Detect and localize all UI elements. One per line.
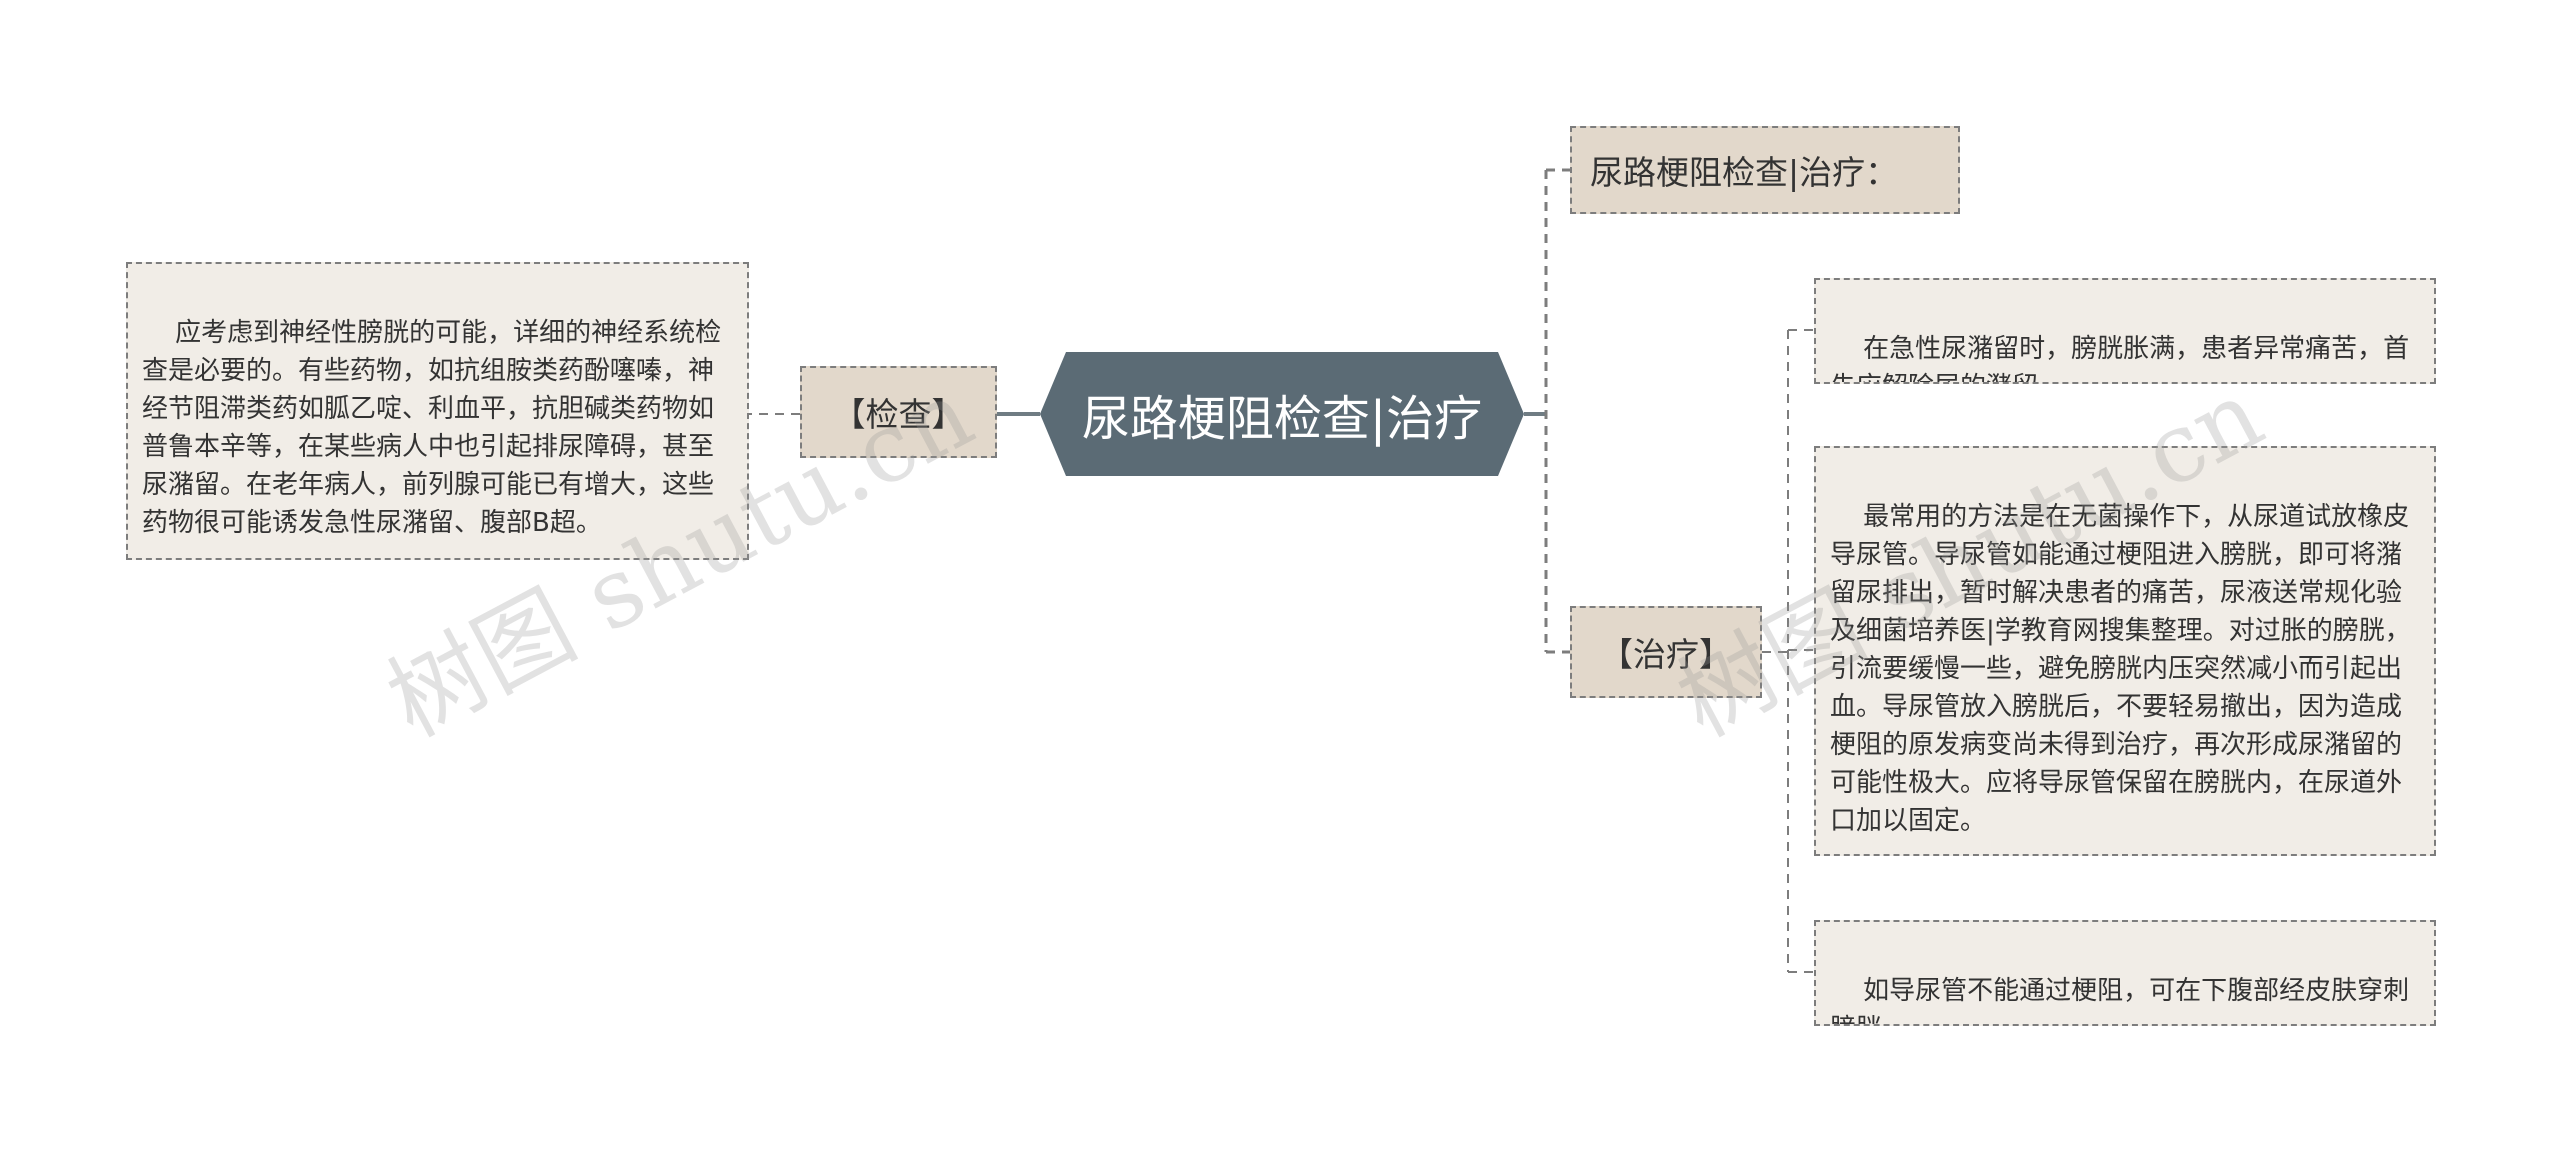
title-node[interactable]: 尿路梗阻检查|治疗： xyxy=(1570,126,1960,214)
exam-branch-label: 【检查】 xyxy=(832,395,965,434)
treatment-item-3[interactable]: 如导尿管不能通过梗阻，可在下腹部经皮肤穿刺膀胱。 xyxy=(1814,920,2436,1026)
exam-detail-node[interactable]: 应考虑到神经性膀胱的可能，详细的神经系统检查是必要的。有些药物，如抗组胺类药酚噻… xyxy=(126,262,749,560)
exam-branch-node[interactable]: 【检查】 xyxy=(800,366,997,458)
treatment-item-2[interactable]: 最常用的方法是在无菌操作下，从尿道试放橡皮导尿管。导尿管如能通过梗阻进入膀胱，即… xyxy=(1814,446,2436,856)
treatment-branch-node[interactable]: 【治疗】 xyxy=(1570,606,1762,698)
treatment-item-2-text: 最常用的方法是在无菌操作下，从尿道试放橡皮导尿管。导尿管如能通过梗阻进入膀胱，即… xyxy=(1830,502,2411,836)
root-node[interactable]: 尿路梗阻检查|治疗 xyxy=(1040,352,1524,476)
exam-detail-text: 应考虑到神经性膀胱的可能，详细的神经系统检查是必要的。有些药物，如抗组胺类药酚噻… xyxy=(142,318,722,538)
treatment-item-1[interactable]: 在急性尿潴留时，膀胱胀满，患者异常痛苦，首先应解除尿的潴留。 xyxy=(1814,278,2436,384)
treatment-item-1-text: 在急性尿潴留时，膀胱胀满，患者异常痛苦，首先应解除尿的潴留。 xyxy=(1830,334,2410,382)
treatment-item-3-text: 如导尿管不能通过梗阻，可在下腹部经皮肤穿刺膀胱。 xyxy=(1830,976,2410,1024)
root-label: 尿路梗阻检查|治疗 xyxy=(1081,391,1483,447)
treatment-branch-label: 【治疗】 xyxy=(1600,635,1732,674)
title-node-label: 尿路梗阻检查|治疗： xyxy=(1590,153,1899,192)
root-hexagon-shape xyxy=(1040,352,1524,476)
